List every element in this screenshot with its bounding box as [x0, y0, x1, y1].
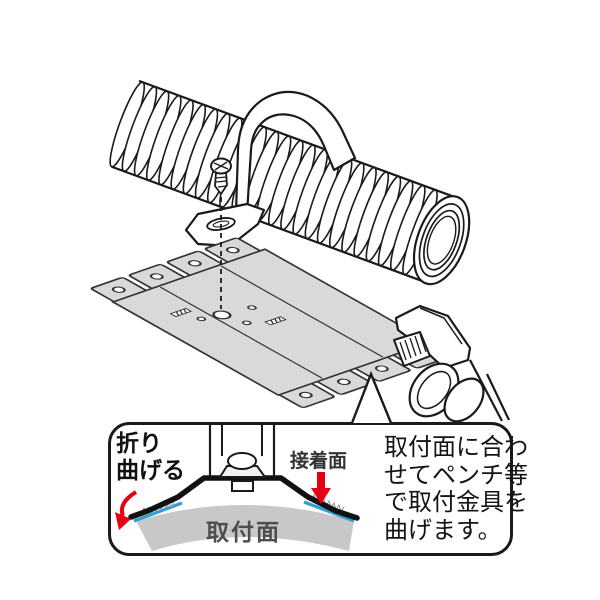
instruction-line: 取付面に合わ	[384, 434, 528, 461]
plate-slot-marks	[169, 307, 287, 326]
instruction-line: で取付金具を	[384, 489, 528, 516]
adhesive-surface-label: 接着面	[290, 451, 348, 472]
plate-center-hole	[212, 310, 232, 320]
red-bend-arrow-icon	[115, 490, 138, 530]
screw-section-head	[227, 452, 257, 470]
saddle-clamp-icon	[184, 90, 357, 248]
pipe-open-end	[412, 195, 471, 286]
mounting-surface-band	[136, 505, 354, 551]
fold-label-line1: 折り	[116, 430, 162, 456]
instruction-text: 取付面に合わ せてペンチ等 で取付金具を 曲げます。	[384, 434, 528, 544]
cross-section-diagram	[115, 425, 360, 551]
pliers-handle-ring	[443, 377, 485, 423]
callout-pointer	[350, 370, 393, 424]
mounting-surface-label: 取付面	[206, 519, 281, 545]
plate-fold-line	[220, 265, 384, 358]
plate-fold-line	[159, 286, 323, 379]
instruction-line: せてペンチ等	[384, 461, 528, 489]
instruction-line: 曲げます。	[384, 516, 502, 544]
pliers-grip-teeth	[393, 331, 431, 367]
fold-direction-label: 折り 曲げる	[116, 430, 185, 484]
corrugated-pipe-icon	[103, 78, 471, 286]
adhesive-line-right	[303, 500, 355, 523]
adhesive-line-left	[133, 501, 183, 523]
screw-icon	[210, 157, 232, 196]
fold-label-line2: 曲げる	[116, 457, 185, 483]
pliers-icon	[393, 304, 510, 423]
pliers-upper-jaw	[394, 304, 472, 370]
screw-section-flange	[218, 465, 267, 478]
mounting-plate-icon	[90, 237, 449, 408]
red-down-arrow-icon	[311, 472, 331, 504]
clamp-band	[234, 90, 357, 216]
screw-section-nut	[231, 480, 254, 492]
clamp-section-legs	[208, 425, 276, 477]
